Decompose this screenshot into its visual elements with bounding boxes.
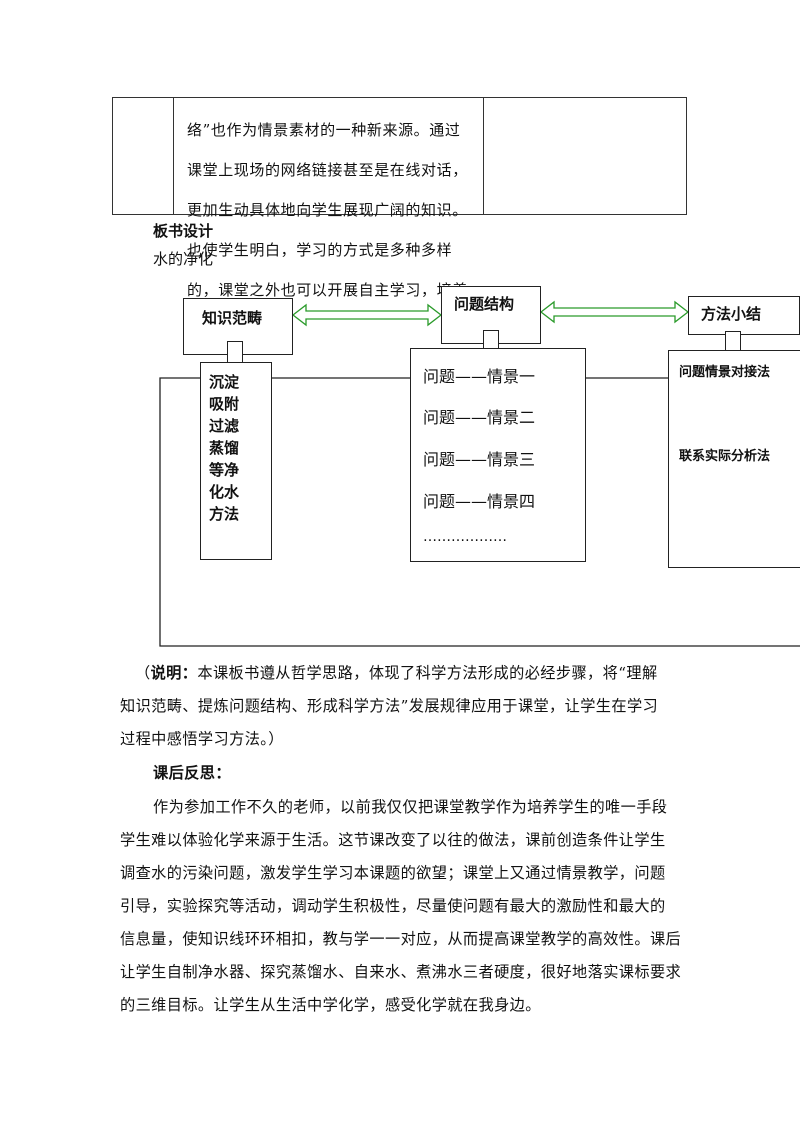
reflection-line: 作为参加工作不久的老师，以前我仅仅把课堂教学作为培养学生的唯一手段 (153, 798, 668, 816)
structure-item: 问题——情景三 (423, 450, 536, 469)
note-line-3: 过程中感悟学习方法。） (120, 730, 284, 748)
table-line: 也使学生明白，学习的方式是多种多样 (187, 241, 453, 259)
knowledge-item: 过滤 (209, 417, 240, 435)
table-line: 更加生动具体地向学生展现广阔的知识。 (187, 201, 468, 219)
structure-item: 问题——情景一 (423, 367, 536, 386)
structure-item: ……………… (423, 529, 507, 545)
method-title-box: 方法小结 (688, 296, 800, 335)
reflection-heading: 课后反思： (153, 764, 231, 782)
knowledge-item: 蒸馏 (209, 439, 240, 457)
knowledge-items: 沉淀 吸附 过滤 蒸馏 等净 化水 方法 (209, 371, 239, 525)
note-label: 说明： (150, 664, 198, 682)
knowledge-item: 吸附 (209, 395, 240, 413)
note-line-1: （说明：本课板书遵从哲学思路，体现了科学方法形成的必经步骤，将“理解 (135, 657, 658, 690)
reflection-line: 让学生自制净水器、探究蒸馏水、自来水、煮沸水三者硬度，很好地落实课标要求 (120, 963, 682, 981)
double-arrow-left (291, 303, 443, 327)
table-line: 络”也作为情景素材的一种新来源。通过 (187, 121, 461, 139)
outer-frame-line (159, 377, 800, 647)
note-text: 本课板书遵从哲学思路，体现了科学方法形成的必经步骤，将“理解 (197, 664, 658, 682)
method-item: 问题情景对接法 (679, 365, 771, 380)
board-heading: 板书设计 (153, 222, 214, 240)
structure-items-box: 问题——情景一 问题——情景二 问题——情景三 问题——情景四 ……………… (410, 348, 586, 562)
double-arrow-right (539, 300, 690, 324)
method-items-box: 问题情景对接法 联系实际分析法 (668, 350, 800, 568)
table-cell-left (113, 98, 174, 214)
knowledge-items-box: 沉淀 吸附 过滤 蒸馏 等净 化水 方法 (200, 362, 272, 560)
reflection-line: 信息量，使知识线环环相扣，教与学一一对应，从而提高课堂教学的高效性。课后 (120, 930, 682, 948)
reflection-line: 的三维目标。让学生从生活中学化学，感受化学就在我身边。 (120, 996, 541, 1014)
knowledge-title-box: 知识范畴 (183, 298, 293, 355)
knowledge-item: 化水 (209, 483, 240, 501)
knowledge-tab (227, 341, 243, 363)
method-item: 联系实际分析法 (679, 449, 771, 464)
note-line-2: 知识范畴、提炼问题结构、形成科学方法”发展规律应用于课堂，让学生在学习 (120, 697, 659, 715)
structure-item: 问题——情景四 (423, 492, 536, 511)
knowledge-item: 沉淀 (209, 373, 240, 391)
table-line: 的，课堂之外也可以开展自主学习，培养 (187, 281, 468, 299)
knowledge-item: 方法 (209, 505, 240, 523)
knowledge-item: 等净 (209, 461, 240, 479)
structure-title-box: 问题结构 (441, 286, 541, 344)
method-title: 方法小结 (701, 305, 762, 323)
table-cell-divider (483, 98, 484, 214)
reflection-line: 学生难以体验化学来源于生活。这节课改变了以往的做法，课前创造条件让学生 (120, 831, 666, 849)
reflection-line: 引导，实验探究等活动，调动学生积极性，尽量使问题有最大的激励性和最大的 (120, 897, 666, 915)
board-subtitle: 水的净化 (153, 250, 214, 268)
knowledge-title: 知识范畴 (202, 309, 263, 327)
structure-item: 问题——情景二 (423, 408, 536, 427)
table-line: 课堂上现场的网络链接甚至是在线对话， (187, 161, 468, 179)
structure-title: 问题结构 (454, 295, 515, 313)
reflection-line: 调查水的污染问题，激发学生学习本课题的欲望；课堂上又通过情景教学，问题 (120, 864, 666, 882)
note-open-paren: （ (135, 664, 151, 682)
